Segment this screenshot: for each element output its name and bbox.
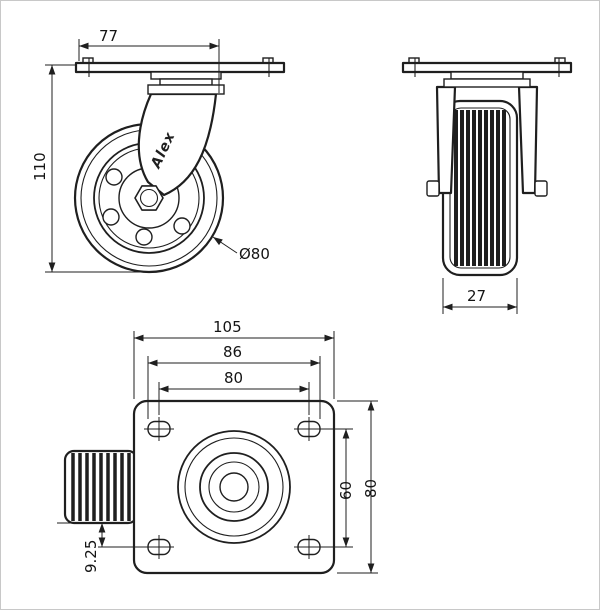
bolt-slot-bottom-left xyxy=(144,535,174,559)
swivel-race-lower xyxy=(147,84,225,95)
hub-hole xyxy=(135,228,153,246)
swivel-race-lower xyxy=(443,78,531,88)
front-view: 27 xyxy=(401,57,573,314)
dim-top-width-label: 77 xyxy=(99,27,118,45)
plan-view: 105 86 80 60 80 xyxy=(57,318,380,575)
dim-slot-outer-span: 86 xyxy=(147,343,321,419)
axle-nut-left xyxy=(426,180,440,197)
dim-plate-depth-label: 80 xyxy=(362,479,380,498)
dim-wheel-width-label: 27 xyxy=(467,287,486,305)
front-top-plate xyxy=(401,57,573,88)
axle-nut-right xyxy=(534,180,548,197)
dim-plate-width-label: 105 xyxy=(213,318,242,336)
side-top-plate xyxy=(74,57,286,95)
dim-bolt-span-horizontal-label: 80 xyxy=(224,369,243,387)
dim-corner-offset-label: 9.25 xyxy=(82,540,100,573)
axle-center xyxy=(139,188,159,208)
dim-bolt-span-vertical-label: 60 xyxy=(337,481,355,500)
dim-bolt-span-vertical: 60 xyxy=(321,428,355,548)
dim-corner-offset: 9.25 xyxy=(57,522,146,573)
dim-wheel-diameter: Ø80 xyxy=(212,236,270,263)
bolt-slot-top-right xyxy=(294,417,324,441)
front-wheel xyxy=(441,99,519,277)
fork-leg-right xyxy=(517,85,539,195)
plan-swivel-rings xyxy=(177,430,291,544)
hub-hole xyxy=(105,168,123,186)
dim-wheel-diameter-label: Ø80 xyxy=(239,245,270,263)
dim-bolt-span-horizontal: 80 xyxy=(158,369,310,415)
dim-wheel-width: 27 xyxy=(442,278,518,314)
swivel-race-upper xyxy=(150,71,222,80)
dim-slot-outer-span-label: 86 xyxy=(223,343,242,361)
plan-wheel xyxy=(63,449,139,525)
bolt-slot-top-left xyxy=(144,417,174,441)
fork-leg-left xyxy=(435,85,457,195)
swivel-race-upper xyxy=(450,71,524,80)
axle-nut-hex xyxy=(134,185,164,211)
hub-hole xyxy=(173,217,191,235)
dim-plate-width: 105 xyxy=(133,318,335,399)
dim-overall-height: 110 xyxy=(31,64,147,273)
swivel-race-mid xyxy=(159,78,213,86)
dim-overall-height-label: 110 xyxy=(31,152,49,181)
side-fork: Alex xyxy=(134,92,218,211)
side-view: Alex 77 110 xyxy=(31,27,286,274)
hub-hole xyxy=(102,208,120,226)
dim-top-width: 77 xyxy=(78,27,220,93)
bolt-slot-bottom-right xyxy=(294,535,324,559)
dim-plate-depth: 80 xyxy=(337,400,380,574)
